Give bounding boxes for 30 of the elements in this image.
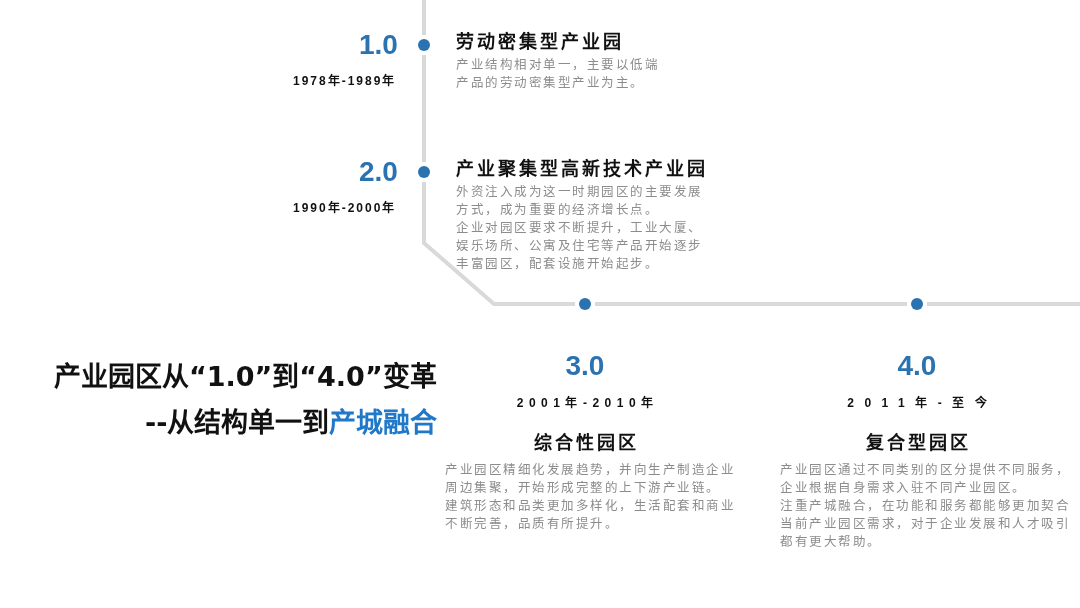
title: 产业园区从“1.0”到“4.0”变革	[54, 360, 437, 392]
stage-description: 外资注入成为这一时期园区的主要发展方式，成为重要的经济增长点。	[456, 183, 704, 219]
stage-description: 注重产城融合，在功能和服务都能够更加契合当前产业园区需求，对于企业发展和人才吸引都有更大帮助。	[780, 497, 1071, 551]
subtitle: --从结构单一到产城融合	[145, 406, 438, 438]
year-range: 2011年-至今	[847, 396, 998, 410]
version-number: 4.0	[897, 351, 937, 381]
timeline-line	[422, 0, 426, 35]
timeline-line	[595, 302, 907, 306]
timeline-dot	[418, 39, 430, 51]
stage-description: 企业对园区要求不断提升，工业大厦、娱乐场所、公寓及住宅等产品开始逐步丰富园区，配套设施开始起步。	[456, 219, 704, 273]
stage-description: 产业园区通过不同类别的区分提供不同服务，企业根据自身需求入驻不同产业园区。	[780, 461, 1071, 497]
stage-heading: 复合型园区	[866, 432, 971, 454]
stage-heading: 综合性园区	[534, 432, 639, 454]
year-range: 2001年-2010年	[516, 396, 659, 410]
timeline-line	[422, 182, 575, 306]
stage-description: 产业结构相对单一，主要以低端产品的劳动密集型产业为主。	[456, 56, 660, 92]
version-number: 2.0	[359, 157, 398, 187]
stage-heading: 产业聚集型高新技术产业园	[456, 158, 708, 180]
year-range: 1978年-1989年	[293, 74, 397, 88]
timeline-line	[927, 302, 1080, 306]
stage-description: 产业园区精细化发展趋势，并向生产制造企业周边集聚，开始形成完整的上下游产业链。	[445, 461, 736, 497]
version-number: 3.0	[565, 351, 605, 381]
version-number: 1.0	[359, 30, 398, 60]
timeline-dot	[911, 298, 923, 310]
timeline-line	[422, 55, 426, 162]
stage-heading: 劳动密集型产业园	[456, 31, 624, 53]
timeline-dot	[418, 166, 430, 178]
stage-description: 建筑形态和品类更加多样化，生活配套和商业不断完善，品质有所提升。	[445, 497, 736, 533]
year-range: 1990年-2000年	[293, 201, 397, 215]
timeline-dot	[579, 298, 591, 310]
